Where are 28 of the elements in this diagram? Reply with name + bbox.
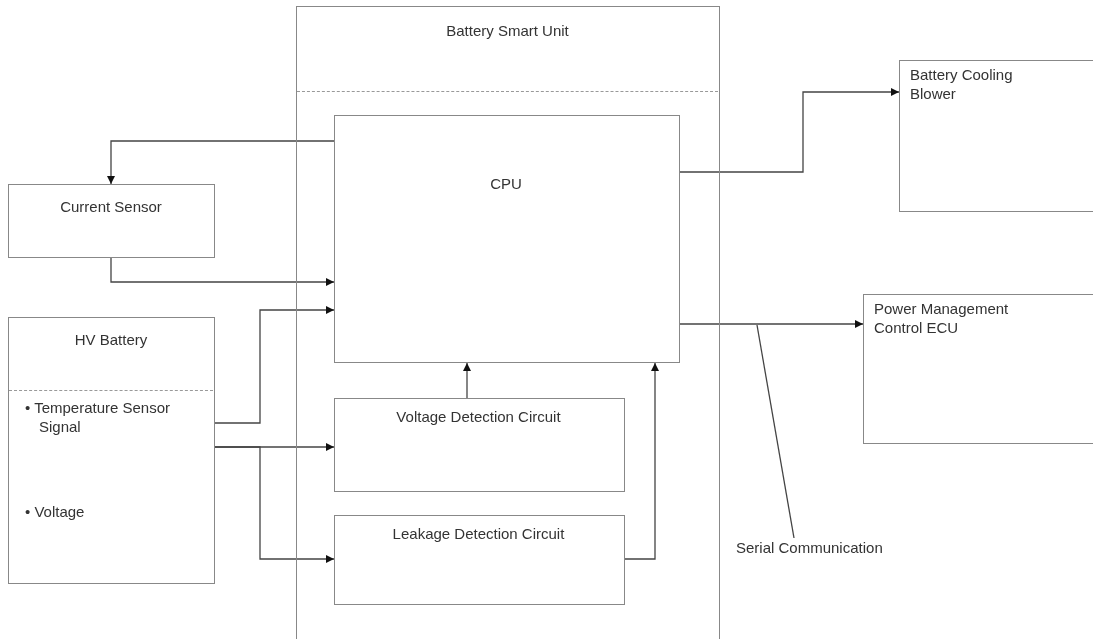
box-label: Voltage Detection Circuit [395, 406, 562, 426]
arrow [107, 140, 335, 185]
arrow [679, 320, 864, 328]
box-label: Battery Cooling Blower [910, 65, 1014, 103]
box-label: Power Management Control ECU [874, 299, 1010, 337]
circuit-box [333, 397, 625, 492]
box-label: Battery Smart Unit [445, 21, 570, 40]
ecu-box [863, 294, 1093, 444]
cpu-box [333, 114, 680, 363]
box-label: Leakage Detection Circuit [391, 523, 566, 543]
bullet-item: • Voltage [25, 502, 86, 521]
arrow [624, 362, 659, 560]
arrow [214, 306, 335, 424]
box-label: CPU [489, 173, 523, 193]
box-heading: HV Battery [73, 330, 149, 349]
circuit-box [333, 514, 625, 605]
arrow [110, 257, 335, 286]
leader-line [756, 324, 795, 539]
arrow [214, 446, 335, 563]
annotation-label: Serial Communication [736, 538, 884, 557]
arrow [679, 88, 900, 173]
blower-box [899, 60, 1093, 212]
unit-frame [296, 6, 720, 639]
box-label: Current Sensor [59, 197, 163, 216]
arrow [463, 362, 471, 399]
battery-box [8, 317, 215, 584]
bullet-item: • Temperature Sensor Signal [25, 398, 172, 436]
sensor-box [8, 184, 215, 258]
